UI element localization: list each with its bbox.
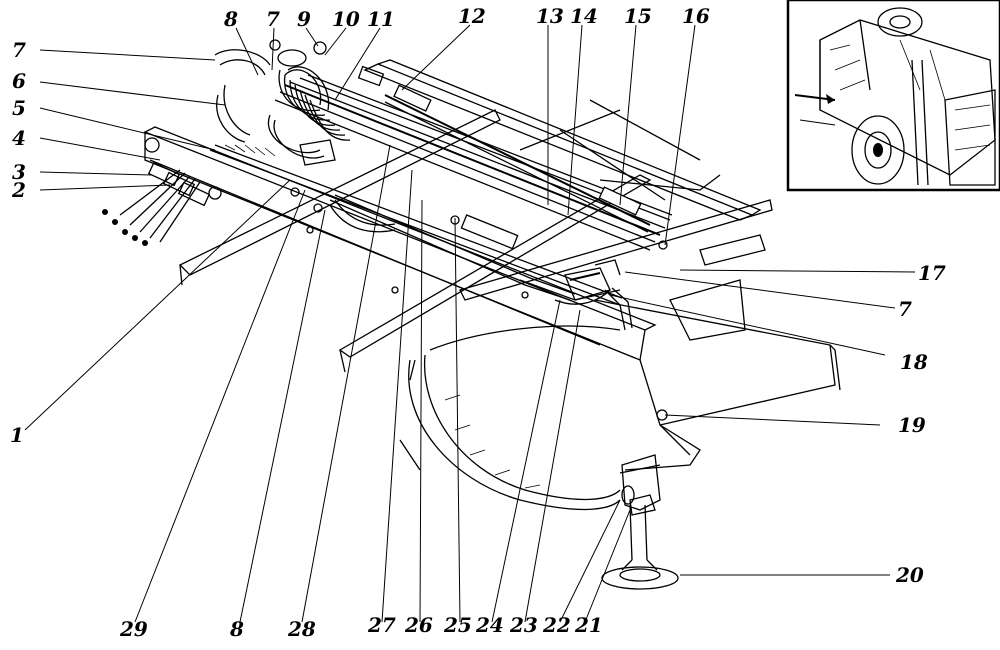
fender [399,325,621,511]
pipe-bundle [209,74,673,306]
label-26: 26 [404,613,433,637]
chassis-frame [143,59,841,471]
label-11: 11 [367,7,395,31]
label-1: 1 [10,423,24,447]
label-23: 23 [509,613,538,637]
label-4: 4 [12,126,26,150]
label-15: 15 [624,4,652,28]
label-10: 10 [332,7,360,31]
label-5: 5 [12,96,26,120]
label-16: 16 [682,4,710,28]
label-19: 19 [898,413,926,437]
label-7-right: 7 [898,297,912,321]
label-21: 21 [574,613,603,637]
label-18: 18 [900,350,928,374]
leader-lines [24,24,916,623]
label-22: 22 [542,613,571,637]
label-3: 3 [12,160,26,184]
label-8-top: 8 [223,7,238,31]
label-27: 27 [367,613,396,637]
label-29: 29 [119,617,148,641]
label-7-top: 7 [266,7,280,31]
support-leg [601,454,679,590]
label-13: 13 [536,4,564,28]
label-6: 6 [12,69,26,93]
label-12: 12 [458,4,486,28]
label-20: 20 [895,563,924,587]
front-coil-bundle [214,39,385,166]
label-17: 17 [918,261,946,285]
inset-vehicle-view [786,0,1000,192]
label-9: 9 [297,7,311,31]
label-25: 25 [443,613,472,637]
label-24: 24 [475,613,504,637]
label-2: 2 [11,178,26,202]
label-28: 28 [287,617,316,641]
front-hoses [102,137,222,246]
callout-labels: 7 6 5 4 3 2 8 7 9 10 11 12 13 14 15 16 1… [10,4,946,641]
label-14: 14 [570,4,598,28]
label-8-bottom: 8 [229,617,244,641]
label-7-top-left: 7 [12,38,26,62]
